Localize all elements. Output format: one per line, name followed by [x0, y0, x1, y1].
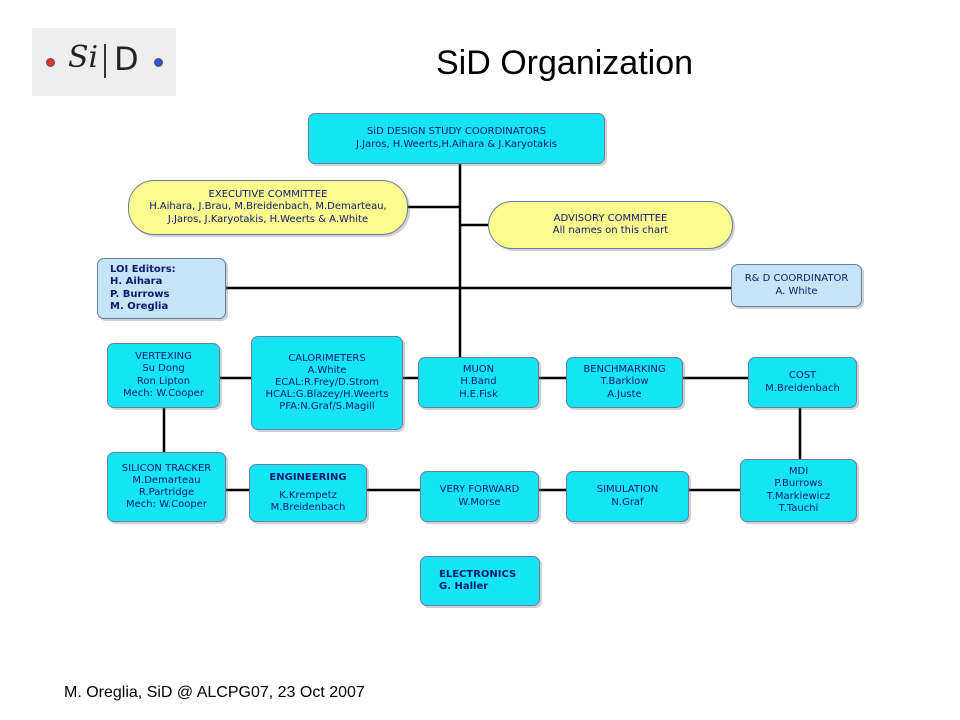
cost-line: COST — [788, 370, 817, 382]
rd-line: R& D COORDINATOR — [744, 273, 849, 285]
loi-line: H. Aihara — [110, 276, 163, 288]
box-cost: COST M.Breidenbach — [748, 357, 857, 408]
logo-divider — [104, 44, 106, 78]
box-rd-coordinator: R& D COORDINATOR A. White — [731, 264, 862, 307]
box-calorimeters: CALORIMETERS A.White ECAL:R.Frey/D.Strom… — [251, 336, 403, 430]
advisory-line: All names on this chart — [552, 225, 669, 236]
engineering-line: M.Breidenbach — [270, 502, 346, 514]
silicon-line: M.Demarteau — [132, 474, 201, 486]
calorimeters-line: CALORIMETERS — [288, 352, 366, 364]
silicon-line: SILICON TRACKER — [121, 462, 212, 474]
sid-logo: Si D — [32, 28, 176, 96]
calorimeters-line: PFA:N.Graf/S.Magill — [279, 401, 375, 413]
box-silicon-tracker: SILICON TRACKER M.Demarteau R.Partridge … — [107, 452, 226, 522]
mdi-line: T.Markiewicz — [766, 490, 831, 502]
muon-line: H.Band — [460, 376, 497, 388]
silicon-line: Mech: W.Cooper — [126, 499, 207, 511]
box-advisory-committee: ADVISORY COMMITTEE All names on this cha… — [488, 201, 733, 249]
calorimeters-line: HCAL:G.Blazey/H.Weerts — [265, 389, 389, 401]
box-loi-editors: LOI Editors: H. Aihara P. Burrows M. Ore… — [97, 258, 226, 319]
silicon-line: R.Partridge — [138, 487, 195, 498]
vertexing-line: Ron Lipton — [136, 375, 191, 387]
mdi-line: MDI — [788, 466, 809, 478]
engineering-line: K.Krempetz — [279, 489, 337, 501]
rd-line: A. White — [775, 285, 818, 297]
box-simulation: SIMULATION N.Graf — [566, 471, 689, 522]
slide-title: SiD Organization — [436, 44, 694, 82]
box-benchmarking: BENCHMARKING T.Barklow A.Juste — [566, 357, 683, 408]
muon-line: MUON — [462, 364, 495, 376]
vertexing-line: Mech: W.Cooper — [123, 387, 204, 399]
loi-line: P. Burrows — [110, 288, 170, 300]
muon-line: H.E.Fisk — [459, 388, 498, 400]
benchmarking-line: T.Barklow — [600, 376, 649, 388]
box-muon: MUON H.Band H.E.Fisk — [418, 357, 539, 408]
box-electronics: ELECTRONICS G. Haller — [420, 556, 540, 606]
minus-charge-icon — [154, 58, 163, 67]
veryforward-line: VERY FORWARD — [439, 484, 520, 496]
box-mdi: MDI P.Burrows T.Markiewicz T.Tauchi — [740, 459, 857, 522]
executive-line: J.Jaros, J.Karyotakis, H.Weerts & A.Whit… — [167, 213, 369, 225]
box-coordinators: SiD DESIGN STUDY COORDINATORS J.Jaros, H… — [308, 113, 605, 164]
simulation-line: SIMULATION — [596, 484, 659, 496]
cost-line: M.Breidenbach — [765, 382, 840, 394]
executive-line: EXECUTIVE COMMITTEE — [208, 189, 328, 201]
simulation-line: N.Graf — [611, 496, 644, 508]
box-very-forward: VERY FORWARD W.Morse — [420, 471, 539, 522]
mdi-line: P.Burrows — [774, 478, 823, 490]
calorimeters-line: ECAL:R.Frey/D.Strom — [274, 376, 380, 388]
loi-line: LOI Editors: — [110, 264, 176, 276]
coordinators-line: J.Jaros, H.Weerts,H.Aihara & J.Karyotaki… — [356, 138, 557, 150]
vertexing-line: Su Dong — [142, 363, 185, 375]
electronics-line: ELECTRONICS — [439, 568, 517, 580]
box-engineering: ENGINEERING K.Krempetz M.Breidenbach — [249, 464, 367, 522]
box-executive-committee: EXECUTIVE COMMITTEE H.Aihara, J.Brau, M.… — [128, 180, 408, 235]
slide-footer: M. Oreglia, SiD @ ALCPG07, 23 Oct 2007 — [64, 684, 365, 701]
calorimeters-line: A.White — [307, 364, 347, 376]
veryforward-line: W.Morse — [458, 496, 501, 508]
benchmarking-line: A.Juste — [607, 388, 642, 400]
loi-line: M. Oreglia — [110, 300, 169, 312]
benchmarking-line: BENCHMARKING — [583, 364, 666, 376]
vertexing-line: VERTEXING — [135, 351, 192, 363]
box-vertexing: VERTEXING Su Dong Ron Lipton Mech: W.Coo… — [107, 343, 220, 408]
executive-line: H.Aihara, J.Brau, M.Breidenbach, M.Demar… — [149, 201, 387, 213]
mdi-line: T.Tauchi — [778, 502, 819, 514]
plus-charge-icon — [46, 58, 55, 67]
engineering-line: ENGINEERING — [269, 471, 347, 483]
logo-si-text: Si — [68, 40, 99, 75]
coordinators-line: SiD DESIGN STUDY COORDINATORS — [366, 126, 547, 138]
advisory-line: ADVISORY COMMITTEE — [553, 212, 668, 224]
electronics-line: G. Haller — [439, 581, 489, 592]
logo-d-text: D — [114, 40, 139, 78]
